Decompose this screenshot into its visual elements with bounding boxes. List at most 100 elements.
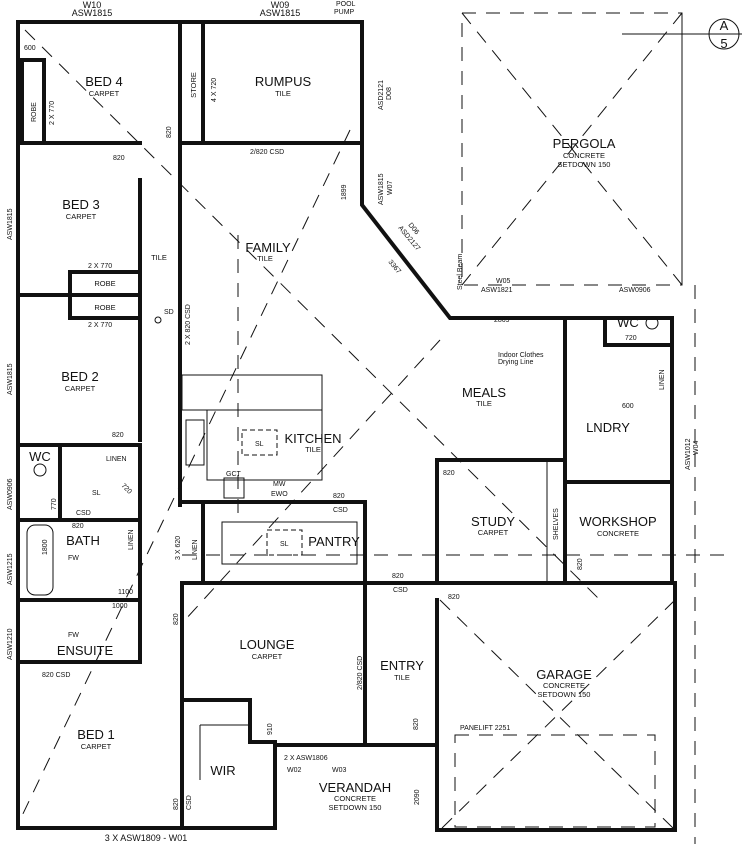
room-workshop: WORKSHOP xyxy=(579,514,656,529)
svg-text:TILE: TILE xyxy=(476,399,492,408)
svg-text:W02: W02 xyxy=(287,767,302,774)
svg-text:TILE: TILE xyxy=(151,253,167,262)
room-entry: ENTRY xyxy=(380,658,424,673)
room-kitchen: KITCHEN xyxy=(284,431,341,446)
room-family: FAMILY xyxy=(245,240,291,255)
svg-text:ROBE: ROBE xyxy=(94,279,115,288)
svg-text:CONCRETE: CONCRETE xyxy=(563,151,605,160)
svg-text:2 X 770: 2 X 770 xyxy=(88,263,112,270)
svg-text:EWO: EWO xyxy=(271,491,288,498)
svg-text:820: 820 xyxy=(113,155,125,162)
svg-text:ASW1210: ASW1210 xyxy=(7,628,14,660)
svg-text:SETDOWN 150: SETDOWN 150 xyxy=(538,690,591,699)
bathtub-icon xyxy=(26,524,54,596)
svg-text:ASW1012: ASW1012 xyxy=(685,438,692,470)
svg-text:CONCRETE: CONCRETE xyxy=(334,794,376,803)
svg-text:SETDOWN 150: SETDOWN 150 xyxy=(329,803,382,812)
svg-text:2/820 CSD: 2/820 CSD xyxy=(357,656,364,690)
svg-text:CSD: CSD xyxy=(186,795,193,810)
svg-text:TILE: TILE xyxy=(394,673,410,682)
svg-text:CARPET: CARPET xyxy=(66,212,97,221)
svg-text:SETDOWN 150: SETDOWN 150 xyxy=(558,160,611,169)
room-meals: MEALS xyxy=(462,385,506,400)
cooktop-icon xyxy=(223,477,245,499)
svg-text:ASD2121: ASD2121 xyxy=(378,80,385,110)
svg-text:600: 600 xyxy=(622,403,634,410)
svg-text:2/820 CSD: 2/820 CSD xyxy=(250,149,284,156)
svg-text:ASW1815: ASW1815 xyxy=(378,173,385,205)
svg-text:PUMP: PUMP xyxy=(334,9,355,16)
svg-text:CARPET: CARPET xyxy=(65,384,96,393)
fixture-labels: ROBE ROBE ROBE LINEN LINEN LINEN LINEN S… xyxy=(31,1,666,732)
svg-text:2 X 770: 2 X 770 xyxy=(88,322,112,329)
room-wir: WIR xyxy=(210,763,235,778)
svg-text:720: 720 xyxy=(625,335,637,342)
svg-text:770: 770 xyxy=(51,498,58,510)
svg-text:2090: 2090 xyxy=(414,789,421,805)
svg-text:ASW0906: ASW0906 xyxy=(7,478,14,510)
svg-text:820: 820 xyxy=(577,558,584,570)
svg-text:CSD: CSD xyxy=(393,587,408,594)
toilet-icon xyxy=(33,463,47,477)
svg-text:LINEN: LINEN xyxy=(128,529,135,550)
svg-text:Steel Beam: Steel Beam xyxy=(457,254,464,290)
room-wc-rear: WC xyxy=(617,315,639,330)
svg-text:910: 910 xyxy=(267,723,274,735)
svg-text:CSD: CSD xyxy=(76,510,91,517)
svg-text:PANELIFT 2251: PANELIFT 2251 xyxy=(460,725,510,732)
pergola-outline xyxy=(440,12,696,844)
svg-text:ASW1215: ASW1215 xyxy=(7,553,14,585)
svg-text:Drying Line: Drying Line xyxy=(498,359,534,366)
svg-text:ASW1821: ASW1821 xyxy=(481,287,513,294)
svg-text:4 X 720: 4 X 720 xyxy=(211,78,218,102)
room-lounge: LOUNGE xyxy=(240,637,295,652)
svg-text:FW: FW xyxy=(68,555,79,562)
svg-text:1000: 1000 xyxy=(112,603,128,610)
toilet-icon xyxy=(645,316,659,330)
svg-text:CARPET: CARPET xyxy=(89,89,120,98)
svg-text:CSD: CSD xyxy=(333,507,348,514)
svg-text:820: 820 xyxy=(392,573,404,580)
svg-text:W10: W10 xyxy=(83,0,102,10)
svg-text:W09: W09 xyxy=(271,0,290,10)
svg-text:TILE: TILE xyxy=(275,89,291,98)
svg-text:820: 820 xyxy=(448,594,460,601)
room-bed2: BED 2 xyxy=(61,369,99,384)
room-bed4: BED 4 xyxy=(85,74,123,89)
room-garage: GARAGE xyxy=(536,667,592,682)
sink-icon xyxy=(185,419,205,466)
svg-text:ROBE: ROBE xyxy=(94,303,115,312)
svg-text:W07: W07 xyxy=(387,181,394,196)
room-study: STUDY xyxy=(471,514,515,529)
svg-text:GCT: GCT xyxy=(226,471,242,478)
room-verandah: VERANDAH xyxy=(319,780,391,795)
room-bed3: BED 3 xyxy=(62,197,100,212)
svg-text:3367: 3367 xyxy=(386,259,401,276)
svg-text:820: 820 xyxy=(72,523,84,530)
svg-text:1100: 1100 xyxy=(118,589,133,596)
svg-text:ASW1815: ASW1815 xyxy=(7,208,14,240)
svg-text:SHELVES: SHELVES xyxy=(553,508,560,540)
svg-text:820: 820 xyxy=(443,470,455,477)
svg-text:STORE: STORE xyxy=(189,72,198,98)
svg-text:2 X 770: 2 X 770 xyxy=(49,101,56,125)
svg-text:FW: FW xyxy=(68,632,79,639)
svg-text:820: 820 xyxy=(173,613,180,625)
svg-text:5: 5 xyxy=(720,36,727,51)
svg-text:820: 820 xyxy=(112,432,124,439)
svg-text:SD: SD xyxy=(164,309,174,316)
svg-text:W05: W05 xyxy=(496,278,511,285)
svg-text:720: 720 xyxy=(120,482,133,495)
section-marker: A 5 xyxy=(622,18,742,51)
svg-text:LINEN: LINEN xyxy=(106,456,127,463)
svg-text:Indoor Clothes: Indoor Clothes xyxy=(498,352,544,359)
svg-text:1800: 1800 xyxy=(42,539,49,555)
svg-text:CARPET: CARPET xyxy=(478,528,509,537)
svg-text:W04: W04 xyxy=(693,441,700,456)
smoke-detector-icon xyxy=(154,316,162,324)
room-pergola: PERGOLA xyxy=(553,136,616,151)
svg-text:CARPET: CARPET xyxy=(252,652,283,661)
svg-text:2869: 2869 xyxy=(494,317,510,324)
svg-text:CONCRETE: CONCRETE xyxy=(543,681,585,690)
